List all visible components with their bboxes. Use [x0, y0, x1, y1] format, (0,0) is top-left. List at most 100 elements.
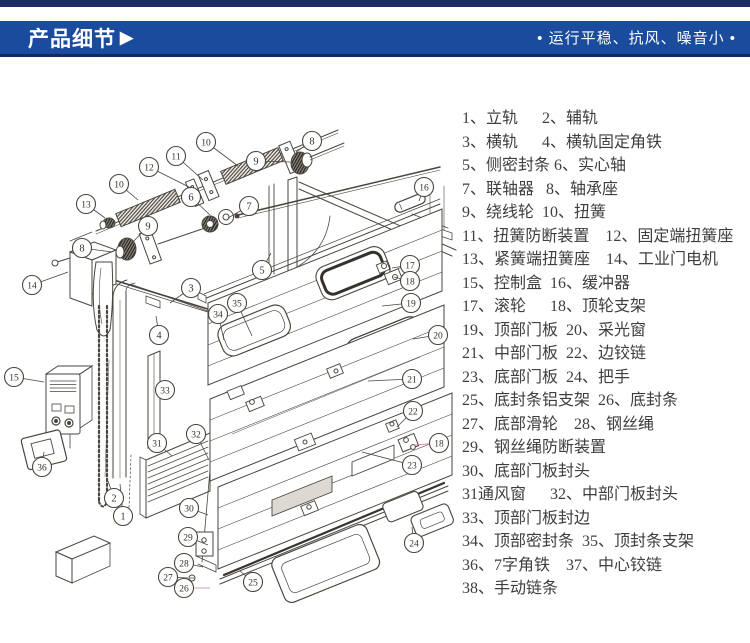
callout-circle-6 [180, 186, 202, 208]
callout-number-19: 19 [406, 300, 416, 310]
callout-circle-7 [238, 195, 260, 217]
callout-circle-16 [413, 176, 435, 198]
edge-hinge-22 [385, 419, 400, 433]
page-title: 产品细节 ▶ [28, 23, 134, 53]
callout-circle-35 [226, 292, 248, 314]
callout-number-6: 6 [188, 193, 193, 204]
callout-number-1: 1 [120, 512, 125, 523]
callout-number-23: 23 [407, 462, 417, 472]
spring-anti-break-11 [197, 169, 220, 202]
louver-vent-31 [139, 432, 211, 519]
header-bar: 产品细节 ▶ • 运行平稳、抗风、噪音小 • [0, 21, 750, 57]
callout-circle-8 [301, 130, 323, 152]
skylight-window-a [217, 304, 292, 357]
callout-number-13: 13 [81, 201, 91, 211]
callout-number-30: 30 [184, 505, 194, 515]
top-roller-bracket-18b [397, 432, 420, 453]
callout-number-8: 8 [309, 137, 314, 148]
callout-number-2: 2 [111, 494, 116, 505]
top-navy-strip [0, 0, 750, 7]
center-hinge [293, 363, 344, 452]
callout-number-33: 33 [160, 387, 170, 397]
parts-list-line: 13、紧簧端扭簧座 14、工业门电机 [462, 251, 719, 268]
side-seal-strip-5 [268, 183, 275, 277]
callout-circle-12 [138, 156, 160, 178]
callout-circle-26 [173, 577, 195, 599]
parts-list-line: 25、底封条铝支架 26、底封条 [462, 392, 679, 409]
panel-left-brackets [226, 385, 319, 517]
callout-circle-31 [146, 432, 168, 454]
callout-layer: 1234567889910101112131415161718192021221… [3, 130, 450, 599]
parts-list-line: 36、7字角铁 37、中心铰链 [462, 556, 663, 574]
callout-number-36: 36 [37, 464, 47, 474]
callout-number-9: 9 [145, 222, 150, 233]
callout-circle-3 [180, 277, 202, 299]
spring-nut-13 [69, 217, 116, 242]
handle-24 [382, 490, 454, 537]
track-bracket-4 [145, 295, 161, 309]
callout-circle-20 [427, 324, 449, 346]
callout-number-4: 4 [156, 331, 162, 342]
callout-circle-15 [3, 366, 25, 388]
callout-number-22: 22 [408, 408, 418, 418]
callout-circle-10 [108, 173, 130, 195]
callout-number-24: 24 [409, 540, 419, 550]
shaft-mid [157, 227, 206, 245]
horizontal-angle-iron-3 [103, 276, 226, 318]
callout-number-12: 12 [144, 164, 154, 174]
parts-list-line: 17、滚轮 18、顶轮支架 [462, 298, 647, 315]
callout-circle-8 [71, 237, 93, 259]
callout-circle-14 [21, 274, 43, 296]
callout-number-7: 7 [246, 202, 251, 213]
callout-number-26: 26 [179, 585, 189, 595]
coupler-7 [201, 209, 234, 233]
callout-circle-29 [177, 526, 199, 548]
winding-drum-left-9 [115, 237, 137, 261]
torsion-spring-left [115, 188, 181, 228]
callout-number-18: 18 [405, 278, 415, 288]
control-box-15 [44, 365, 94, 453]
parts-list-line: 30、底部门板封头 [462, 462, 591, 480]
callout-number-27: 27 [163, 574, 173, 584]
parts-list-line: 3、横轨 4、横轨固定角铁 [462, 133, 663, 151]
callout-circle-36 [31, 456, 53, 478]
bottom-left-channel [54, 535, 112, 584]
callout-number-28: 28 [179, 560, 189, 570]
skylight-window-b [315, 246, 391, 301]
callout-circle-27 [157, 566, 179, 588]
callout-number-18: 18 [434, 440, 444, 450]
bottom-window-frame [271, 523, 381, 604]
parts-list-line: 29、钢丝绳防断装置 [462, 439, 607, 456]
parts-list-line: 33、顶部门板封边 [462, 509, 591, 527]
callout-number-21: 21 [407, 376, 417, 386]
parts-list-line: 19、顶部门板 20、采光窗 [462, 321, 647, 339]
callout-circle-13 [75, 193, 97, 215]
callout-number-15: 15 [9, 374, 19, 384]
callout-number-8: 8 [79, 244, 84, 255]
callout-circle-18 [399, 270, 421, 292]
callout-circle-9 [245, 150, 267, 172]
callout-circle-28 [173, 552, 195, 574]
header-tagline: • 运行平稳、抗风、噪音小 • [537, 30, 736, 47]
callout-circle-30 [178, 497, 200, 519]
callout-circle-25 [242, 571, 264, 593]
solid-shaft-6 [234, 166, 441, 219]
parts-list-line: 34、顶部密封条 35、顶封条支架 [462, 533, 695, 550]
parts-list-line: 23、底部门板 24、把手 [462, 368, 631, 386]
callout-number-35: 35 [232, 300, 242, 310]
exploded-door-diagram: 1234567889910101112131415161718192021221… [3, 129, 457, 604]
callout-number-5: 5 [259, 266, 264, 277]
parts-list-line: 9、绕线轮 10、扭簧 [462, 204, 607, 221]
callout-number-20: 20 [433, 332, 443, 342]
callout-number-29: 29 [183, 534, 193, 544]
parts-list-line: 7、联轴器 8、轴承座 [462, 180, 619, 198]
callout-circle-21 [401, 368, 423, 390]
top-roller-bracket-17-18 [375, 260, 403, 286]
callout-number-3: 3 [188, 284, 193, 295]
callout-circle-9 [137, 215, 159, 237]
bottom-panel-23 [217, 392, 453, 570]
callout-number-25: 25 [248, 579, 258, 589]
callout-circle-33 [154, 379, 176, 401]
callout-circle-5 [251, 259, 273, 281]
